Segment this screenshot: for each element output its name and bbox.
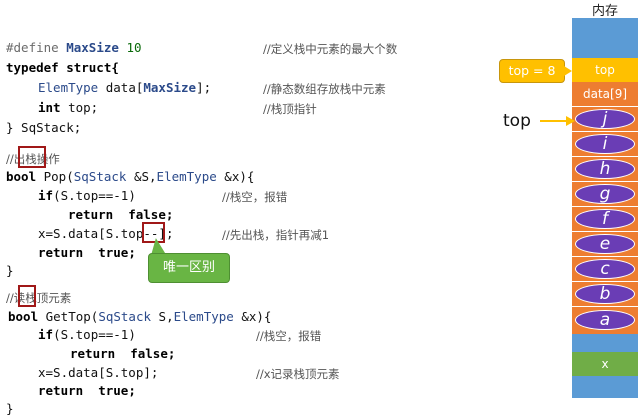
pop-highlight-box	[18, 146, 46, 168]
define-comment: //定义栈中元素的最大个数	[263, 42, 398, 56]
memory-title: 内存	[591, 4, 618, 19]
element-c: c	[575, 259, 635, 279]
memory-top-cell: top	[572, 58, 638, 82]
memory-data9-cell: data[9]	[572, 82, 638, 106]
element-e: e	[575, 234, 635, 254]
data-field-comment: //静态数组存放栈中元素	[263, 82, 386, 96]
memory-free-lower	[572, 334, 638, 352]
gettop-assign-comment: //x记录栈顶元素	[256, 367, 340, 381]
cell-divider	[572, 106, 638, 107]
top-value-arrow-icon	[564, 66, 572, 76]
top-field-comment: //栈顶指针	[263, 102, 317, 116]
gettop-if-comment: //栈空，报错	[256, 329, 322, 343]
gettop-highlight-box	[18, 285, 36, 307]
top-field-line: int top;	[38, 100, 99, 115]
pop-if-comment: //栈空，报错	[222, 190, 288, 204]
pop-assign-comment: //先出栈，指针再减1	[222, 228, 330, 242]
gettop-signature: bool GetTop(SqStack S,ElemType &x){	[8, 309, 272, 324]
cell-divider	[572, 156, 638, 157]
element-i: i	[575, 134, 635, 154]
element-j: j	[575, 109, 635, 129]
cell-divider	[572, 231, 638, 232]
memory-x-cell: x	[572, 352, 638, 376]
memory-free-bottom	[572, 376, 638, 398]
pop-close: }	[6, 263, 14, 278]
memory-column: top data[9] j i h g f e c b a x	[572, 18, 638, 398]
element-a: a	[575, 310, 635, 330]
data-field-line: ElemType data[MaxSize];	[38, 80, 212, 95]
top-value-box: top = 8	[499, 59, 565, 83]
typedef-line: typedef struct{	[6, 60, 119, 75]
gettop-comment: //读栈顶元素	[6, 291, 72, 305]
element-b: b	[575, 284, 635, 304]
pop-return-false: return false;	[68, 207, 174, 222]
memory-free-upper	[572, 18, 638, 58]
element-f: f	[575, 209, 635, 229]
cell-divider	[572, 306, 638, 307]
cell-divider	[572, 206, 638, 207]
pop-assign-line: x=S.data[S.top--];	[38, 226, 174, 241]
pop-signature: bool Pop(SqStack &S,ElemType &x){	[6, 169, 255, 184]
element-g: g	[575, 184, 635, 204]
gettop-if-line: if(S.top==-1)	[38, 327, 136, 342]
cell-divider	[572, 281, 638, 282]
gettop-close: }	[6, 401, 14, 416]
pop-if-line: if(S.top==-1)	[38, 188, 136, 203]
top-pointer-arrow-icon	[540, 116, 575, 126]
gettop-assign-line: x=S.data[S.top];	[38, 365, 159, 380]
cell-divider	[572, 131, 638, 132]
cell-divider	[572, 181, 638, 182]
top-pointer-label: top	[503, 111, 531, 131]
define-line: #define MaxSize 10	[6, 40, 142, 55]
gettop-return-false: return false;	[70, 346, 176, 361]
struct-end-line: } SqStack;	[6, 120, 82, 135]
gettop-return-true: return true;	[38, 383, 136, 398]
pop-return-true: return true;	[38, 245, 136, 260]
cell-divider	[572, 256, 638, 257]
pop-decrement-box	[142, 222, 165, 243]
difference-callout: 唯一区别	[148, 253, 230, 283]
element-h: h	[575, 159, 635, 179]
